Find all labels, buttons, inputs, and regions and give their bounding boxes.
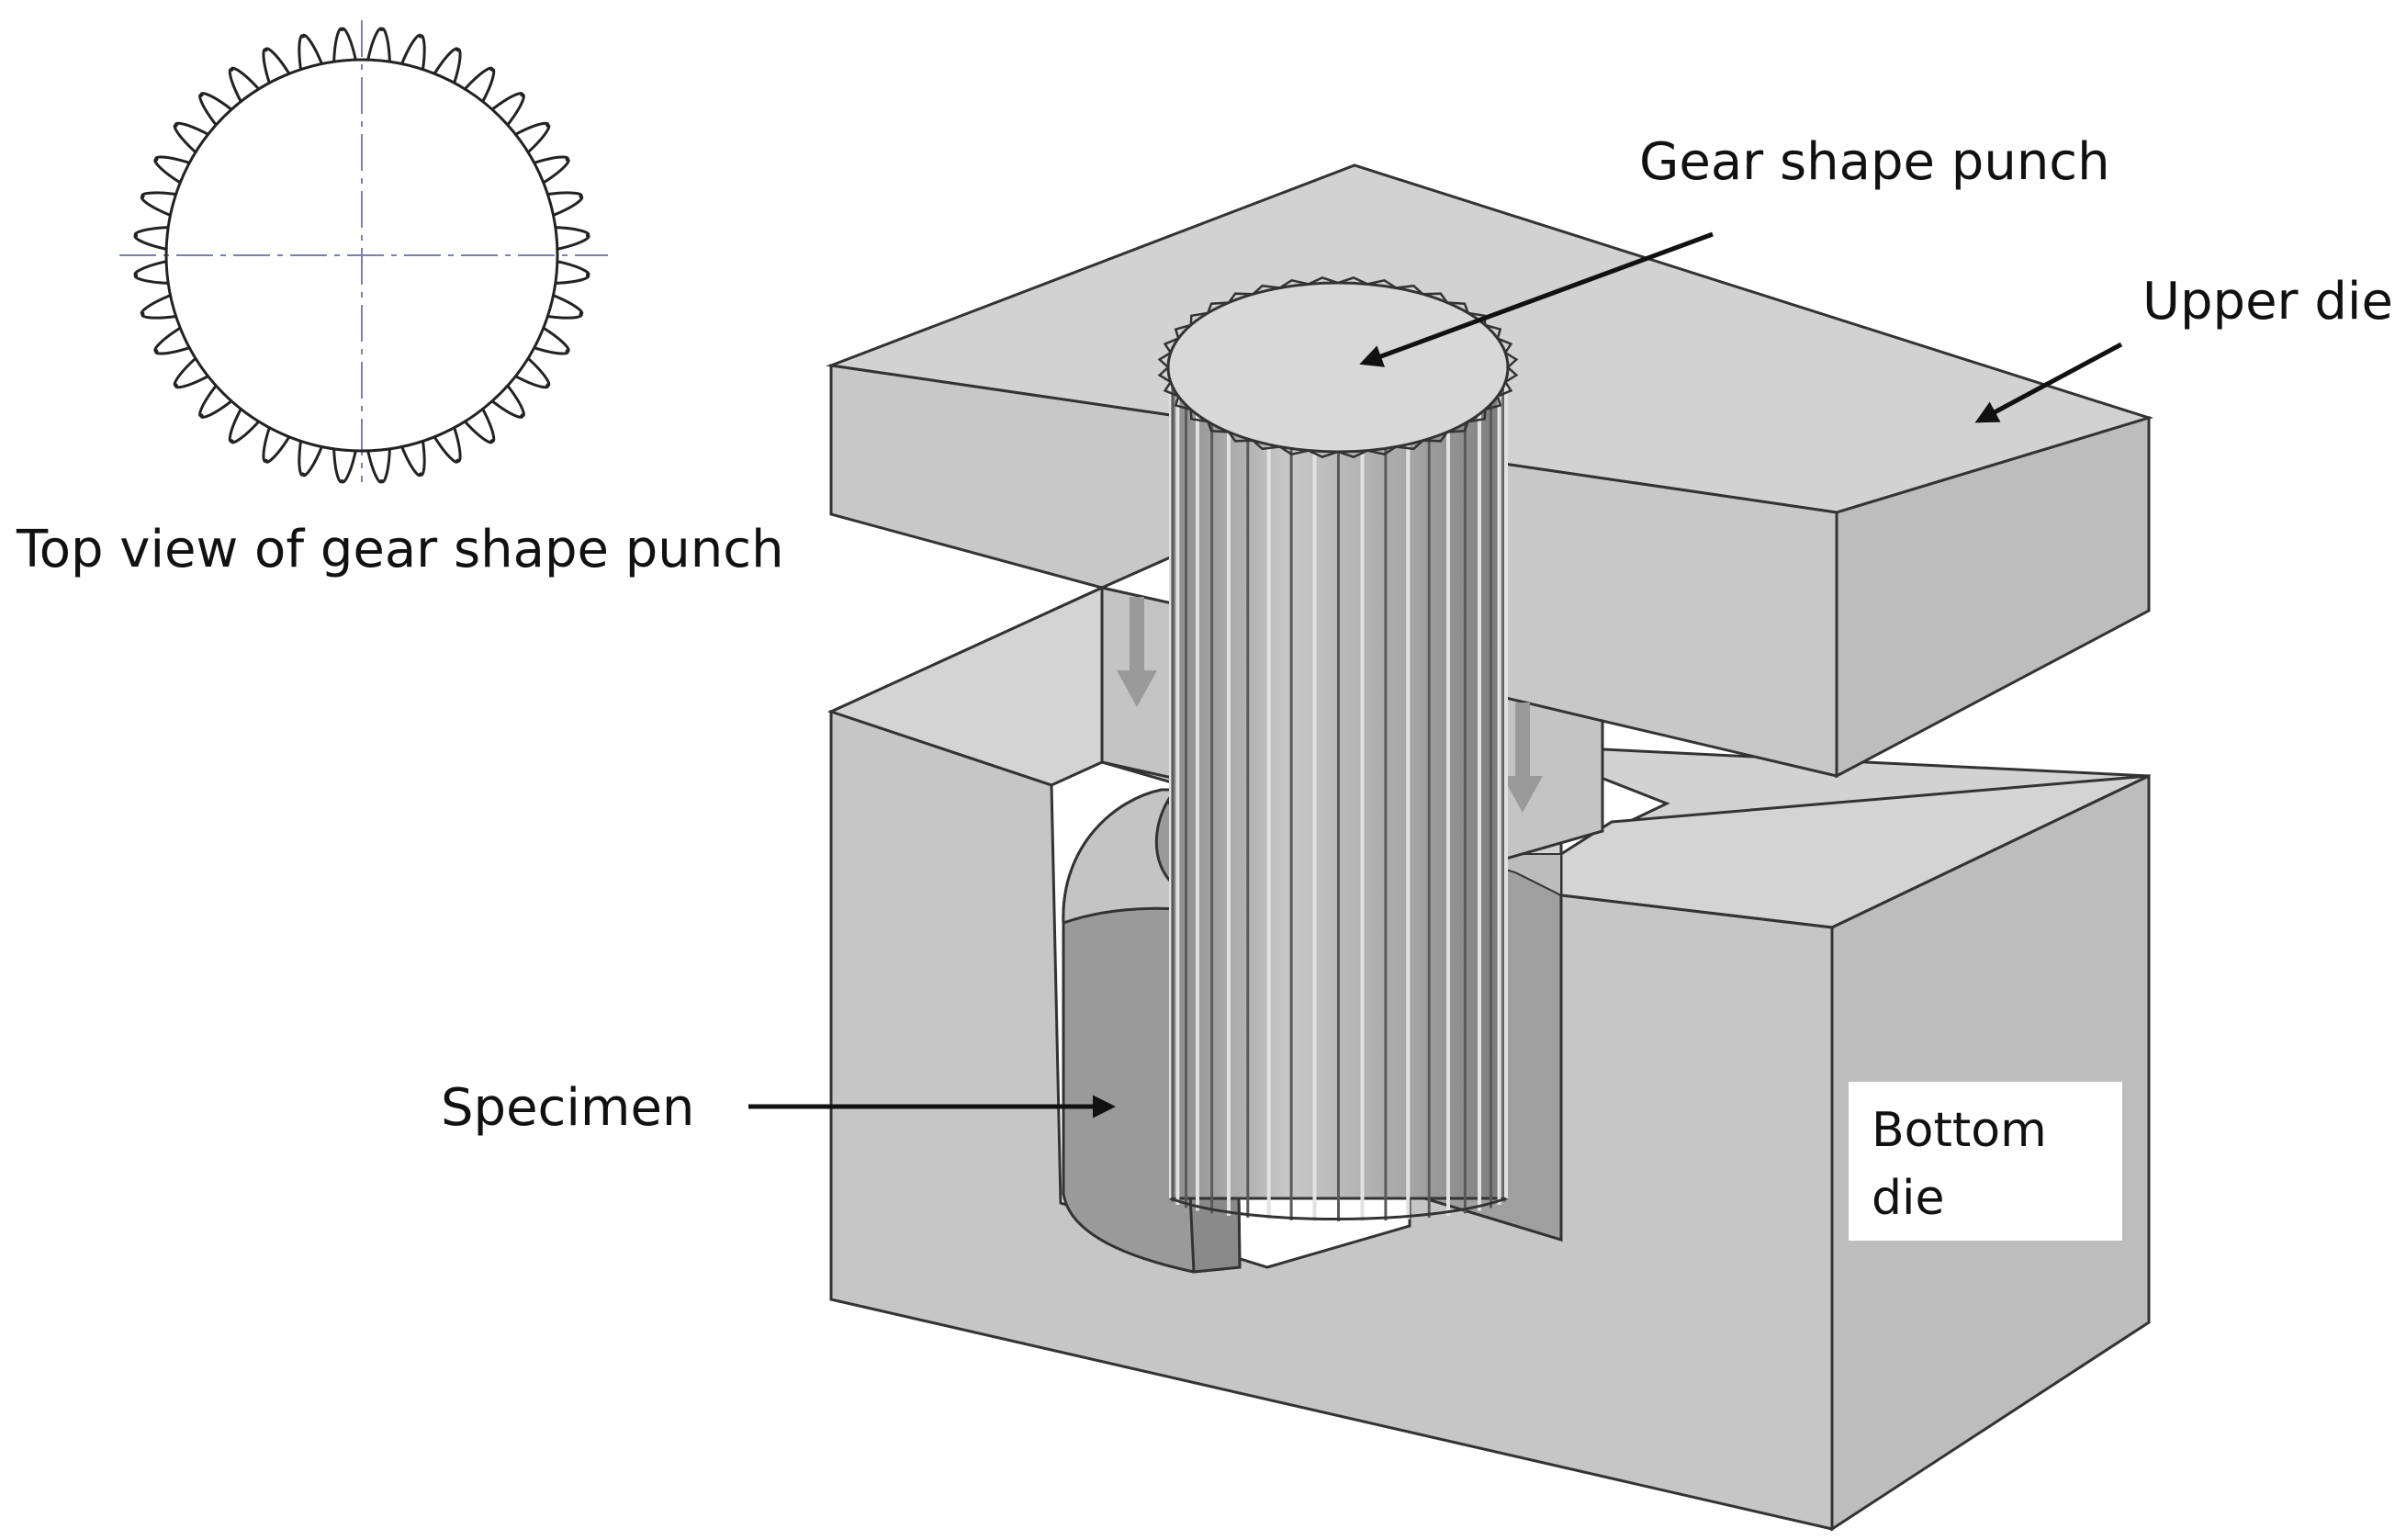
- upper-die-label: Upper die: [2142, 272, 2393, 332]
- punch-ribs: [1169, 367, 1508, 1221]
- top-view-label: Top view of gear shape punch: [16, 520, 784, 579]
- punch-bottom-edge: [1170, 1197, 1507, 1220]
- gear-punch-arrow: [1359, 231, 1714, 367]
- specimen-label: Specimen: [441, 1078, 694, 1138]
- gear-top-view: [119, 20, 608, 484]
- upper-die-arrow: [1974, 342, 2123, 423]
- flow-arrow-left: [1117, 597, 1157, 707]
- gear-outline: [133, 27, 590, 484]
- upper-die-side-face: [1835, 415, 2151, 779]
- gear-shape-punch: [1157, 276, 1519, 1221]
- gear-root-circle: [164, 58, 559, 453]
- bottom-die-label-line1: Bottom: [1872, 1103, 2047, 1158]
- punch-top-teeth: [1157, 276, 1519, 458]
- bottom-die-label-line2: die: [1872, 1171, 1944, 1226]
- punch-top-face: [1166, 281, 1510, 454]
- gear-punch-label: Gear shape punch: [1639, 132, 2110, 192]
- specimen-top-face: [1062, 788, 1236, 926]
- flow-arrow-right: [1502, 703, 1543, 813]
- bottom-die-label-box: [1849, 1082, 2122, 1241]
